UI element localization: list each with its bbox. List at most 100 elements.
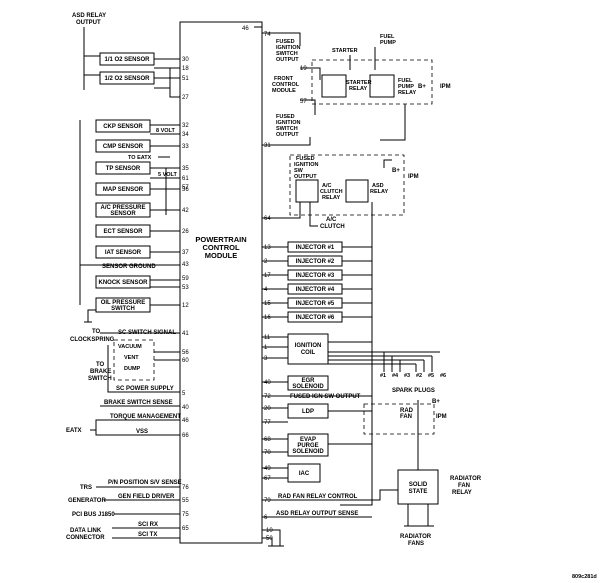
sc-power-label: SC POWER SUPPLY [116,386,174,392]
ac-clutch-label-1: A/C [326,217,337,223]
asd-relay-box [345,179,369,203]
pin-33-left: 33 [182,144,189,150]
starter-relay-label-1: STARTER [346,80,372,86]
map-sensor-label: MAP SENSOR [103,187,144,193]
evap-purge-box [287,433,329,457]
pin-43-left: 43 [182,262,189,268]
to-brake-label-2: BRAKE [90,369,111,375]
volt-5-label: 5 VOLT [158,172,177,178]
ckp-sensor-label: CKP SENSOR [103,124,143,130]
injector-4-label: INJECTOR #4 [296,287,335,293]
fused1-label-1: FUSED [276,39,295,45]
injector-6-label: INJECTOR #6 [296,315,335,321]
pin-12-left: 12 [182,303,189,309]
plug-2-label: #2 [416,373,422,379]
to-brake-label-1: TO [96,362,105,368]
pin-16-right: 16 [264,315,271,321]
front-control-label-3: MODULE [272,88,296,94]
pin-68-right: 68 [264,437,271,443]
fused2-label-3: SWITCH [276,126,298,132]
fused3-label-1: FUSED [296,156,315,162]
ac-clutch-label-2: CLUTCH [320,224,345,230]
ipm-label-3: IPM [436,414,447,420]
ac-clutch-relay-box [295,179,319,203]
asd-relay-label-2: RELAY [370,189,388,195]
fp-relay-label-1: FUEL [398,78,413,84]
vent-label: VENT [124,355,139,361]
asd-sense-label: ASD RELAY OUTPUT SENSE [276,511,358,517]
pin-11-right: 11 [264,335,271,341]
pin-50-left: 50 [266,536,273,542]
torque-label: TORQUE MANAGEMENT [110,414,181,420]
plug-4-label: #4 [392,373,399,379]
fused3-label-4: OUTPUT [294,174,317,180]
vss-label: VSS [136,429,148,435]
pin-31-right: 31 [264,143,271,149]
pin-57-right: 57 [300,99,307,105]
pin-30-left: 30 [182,57,189,63]
to-clockspring-label-1: TO [92,329,101,335]
ac-relay-label-2: CLUTCH [320,189,343,195]
pin-66-left: 66 [182,433,189,439]
knock-sensor-label: KNOCK SENSOR [98,280,148,286]
oil-pressure-label-1: OIL PRESSURE [101,300,146,306]
fused3-label-3: SW [294,168,304,174]
ipm-dashed-box-3 [363,403,435,435]
pin-60-left: 60 [182,358,189,364]
pin-3-right: 3 [264,356,268,362]
egr-label-2: SOLENOID [292,384,324,390]
rfr-label-1: RADIATOR [450,476,482,482]
bplus-label-3: B+ [432,399,440,405]
injector-1-label: INJECTOR #1 [296,245,335,251]
pin-19-right: 19 [300,66,307,72]
fused3-label-2: IGNITION [294,162,318,168]
pin-56-left: 56 [182,350,189,356]
ac-pressure-label-1: A/C PRESSURE [100,205,145,211]
pin-46-top: 46 [242,26,249,32]
coil-label-2: COIL [301,350,316,356]
solid-state-label-1: SOLID [409,482,428,488]
pin-41-left: 41 [182,331,189,337]
pin-77-right: 77 [264,420,271,426]
starter-relay-label-2: RELAY [349,86,367,92]
front-control-label-2: CONTROL [272,82,300,88]
footer-code: 809c281d [572,574,597,580]
fuel-pump-label-2: PUMP [380,40,396,46]
pin-55-left: 55 [182,498,189,504]
rad-fan-label-2: FAN [400,414,412,420]
fused1-label-4: OUTPUT [276,57,299,63]
pin-64-right: 64 [264,216,271,222]
pin-74-right: 74 [264,32,271,38]
pin-17-right: 17 [264,273,271,279]
plug-5-label: #5 [428,373,434,379]
ac-relay-label-3: RELAY [322,195,340,201]
pcm-label-1: POWERTRAIN [195,235,246,244]
fused2-label-2: IGNITION [276,120,300,126]
ldp-label: LDP [302,409,314,415]
solid-state-label-2: STATE [409,489,428,495]
pin-27-left: 27 [182,95,189,101]
dump-label: DUMP [124,366,141,372]
pin-79-right: 79 [264,498,271,504]
volt-8-label: 8 VOLT [156,128,175,134]
ipm-dashed-box-2 [289,154,405,216]
to-eatx-label: TO EATX [128,155,152,161]
injector-2-label: INJECTOR #2 [296,259,335,265]
o2-sensor-1-1-label: 1/1 O2 SENSOR [104,57,150,63]
injector-group: INJECTOR #1 INJECTOR #2 INJECTOR #3 INJE… [287,241,343,323]
bplus-label-2: B+ [392,168,400,174]
pn-sense-label: P/N POSITION S/V SENSE [108,480,182,486]
gen-field-label: GEN FIELD DRIVER [118,494,175,500]
evap-label-2: PURGE [297,443,318,449]
plug-1-label: #1 [380,373,386,379]
fuel-pump-relay-box [369,74,395,98]
o2-sensor-1-2-label: 1/2 O2 SENSOR [104,76,150,82]
pin-37-left: 37 [182,250,189,256]
fused-ign-out-label: FUSED IGN SW OUTPUT [290,394,361,400]
pin-34-left: 34 [182,132,189,138]
solid-state-relay-box [397,469,439,505]
ignition-coil-box [287,333,329,365]
oil-pressure-label-2: SWITCH [111,306,135,312]
injector-3-label: INJECTOR #3 [296,273,335,279]
pin-67-right: 67 [264,476,271,482]
